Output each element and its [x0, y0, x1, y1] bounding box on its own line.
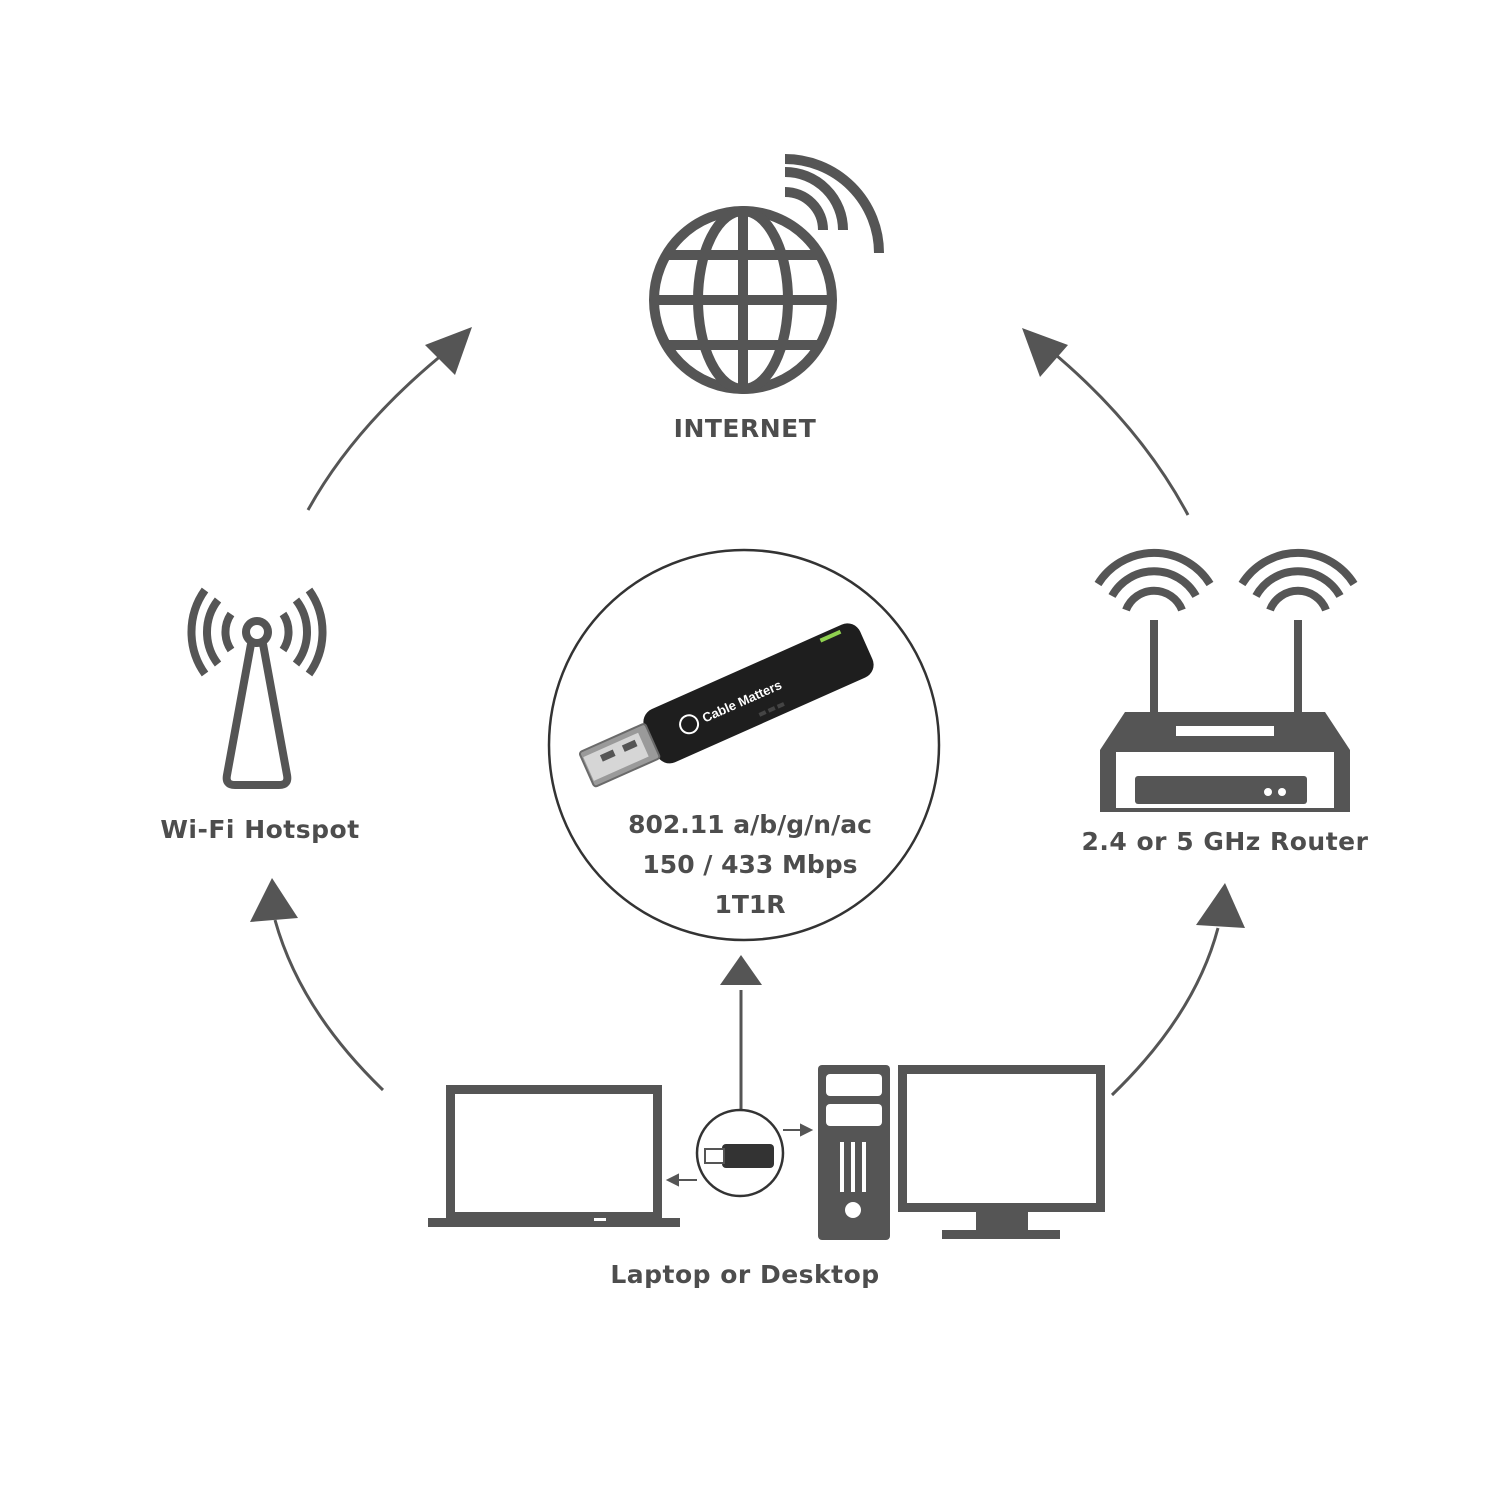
small-arrows — [665, 1123, 814, 1187]
router-icon — [1100, 620, 1350, 812]
wifi-signal-icon — [1094, 548, 1358, 612]
flow-arrows — [250, 327, 1245, 1110]
spec-standard: 802.11 a/b/g/n/ac — [628, 810, 872, 839]
internet-label: INTERNET — [673, 414, 817, 443]
usb-adapter-icon: Cable Matters — [578, 623, 874, 788]
hotspot-label: Wi-Fi Hotspot — [160, 815, 360, 844]
usb-adapter-icon — [704, 1144, 774, 1168]
client-label: Laptop or Desktop — [610, 1260, 880, 1289]
desktop-tower-icon — [818, 1065, 890, 1240]
monitor-icon — [898, 1065, 1105, 1239]
spec-antenna: 1T1R — [714, 890, 786, 919]
antenna-tower-icon — [187, 587, 327, 789]
wifi-signal-icon — [784, 154, 884, 254]
laptop-icon — [428, 1085, 680, 1227]
router-label: 2.4 or 5 GHz Router — [1081, 827, 1369, 856]
globe-icon — [649, 206, 837, 394]
adapter-specs: 802.11 a/b/g/n/ac 150 / 433 Mbps 1T1R — [600, 805, 900, 925]
spec-speed: 150 / 433 Mbps — [642, 850, 858, 879]
